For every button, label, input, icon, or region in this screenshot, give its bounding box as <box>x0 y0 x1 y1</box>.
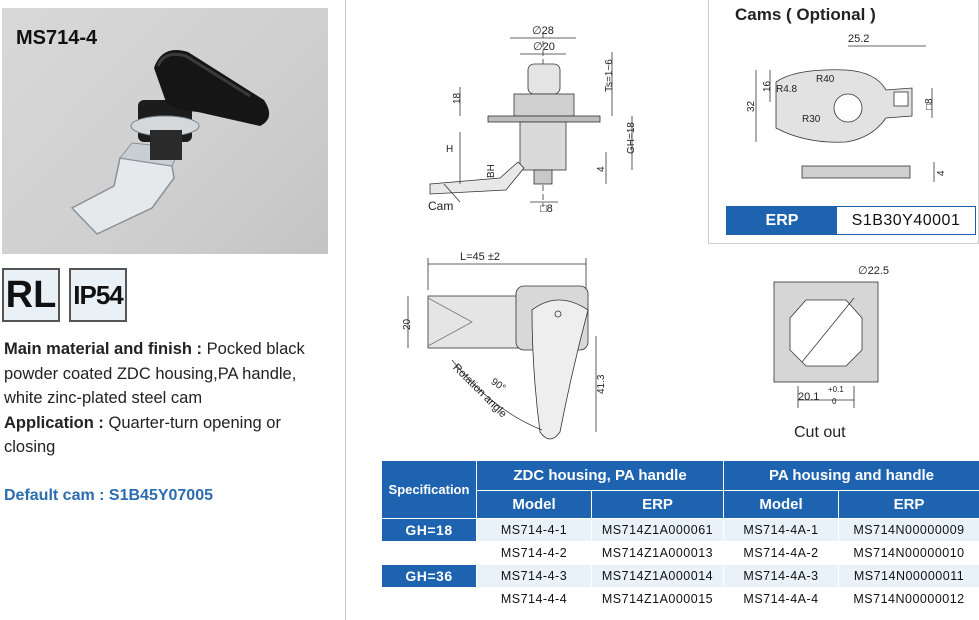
cutout-diameter: ∅22.5 <box>858 265 889 277</box>
application-text: Quarter-turn opening or closing <box>4 413 281 457</box>
cam-dim-r30: R30 <box>802 114 821 125</box>
model-cell: MS714-4-2 <box>476 541 592 565</box>
dim-cam-thickness: 4 <box>596 166 607 172</box>
erp-cell: MS714N00000011 <box>838 564 979 588</box>
cam-dim-r40: R40 <box>816 74 835 85</box>
table-row: GH=62 MS714-4-4 MS714Z1A000015 MS714-4A-… <box>381 587 979 611</box>
dim-panel-thickness: Ts=1~6 <box>604 59 615 92</box>
dim-inner-diameter: ∅20 <box>533 41 555 53</box>
default-cam-note: Default cam : S1B45Y07005 <box>4 487 213 504</box>
material-text: Pocked black powder coated ZDC housing,P… <box>4 340 305 407</box>
model-cell: MS714-4A-3 <box>723 564 840 588</box>
cam-dim-r48: R4.8 <box>776 84 798 95</box>
dim-square-drive: □8 <box>540 203 553 215</box>
erp-header: ERP <box>590 490 725 519</box>
cam-erp-row: ERP S1B30Y40001 <box>726 206 976 235</box>
side-view-drawing: L=45 ±2 20 41.3 90° Rotation angle <box>402 251 607 440</box>
side-dim-handle: 41.3 <box>596 374 607 394</box>
cam-callout: Cam <box>428 199 453 213</box>
dim-head-height: 18 <box>452 92 463 104</box>
erp-cell: MS714N00000010 <box>838 541 979 565</box>
dim-bh: BH <box>486 164 497 178</box>
ip-rating-badge: IP54 <box>69 268 127 322</box>
product-photo <box>2 8 328 254</box>
cutout-width: 20.1 <box>798 391 819 403</box>
cam-erp-value: S1B30Y40001 <box>837 207 975 234</box>
model-cell: MS714-4-1 <box>476 518 592 542</box>
application-label: Application : <box>4 413 104 432</box>
model-header: Model <box>476 490 592 519</box>
model-cell: MS714-4A-2 <box>723 541 840 565</box>
cam-dim-square: □8 <box>924 98 935 110</box>
erp-cell: MS714N00000012 <box>838 587 979 611</box>
front-section-drawing: ∅28 ∅20 18 Ts=1~6 GH=18 H BH 4 □8 Cam <box>428 25 637 215</box>
erp-cell: MS714Z1A000061 <box>590 518 725 542</box>
product-description: Main material and finish : Pocked black … <box>4 337 334 460</box>
cams-title: Cams ( Optional ) <box>735 5 876 24</box>
cutout-tol-zero: 0 <box>832 397 837 406</box>
lock-illustration <box>70 50 270 235</box>
model-header: Model <box>723 490 840 519</box>
gh-cell: GH=62 <box>381 587 477 611</box>
table-row: GH=18 MS714-4-1 MS714Z1A000061 MS714-4A-… <box>381 518 979 542</box>
gh-cell: GH=36 <box>381 564 477 588</box>
optional-cam-drawing: 25.2 16 32 R4.8 R40 R30 □8 4 <box>746 33 947 182</box>
column-divider <box>345 0 346 620</box>
gh-cell: GH=18 <box>381 518 477 542</box>
table-row: GH=36 MS714-4-3 MS714Z1A000014 MS714-4A-… <box>381 564 979 588</box>
cam-dim-width: 25.2 <box>848 33 869 45</box>
rotation-degree: 90° <box>489 376 508 394</box>
erp-cell: MS714Z1A000015 <box>590 587 725 611</box>
cutout-label: Cut out <box>794 424 846 441</box>
table-row: GH=28 MS714-4-2 MS714Z1A000013 MS714-4A-… <box>381 541 979 565</box>
rl-badge: RL <box>2 268 60 322</box>
model-cell: MS714-4A-4 <box>723 587 840 611</box>
product-model-title: MS714-4 <box>16 27 98 49</box>
cam-erp-label: ERP <box>727 207 837 234</box>
model-cell: MS714-4A-1 <box>723 518 840 542</box>
erp-cell: MS714N00000009 <box>838 518 979 542</box>
specification-table: Specification ZDC housing, PA handle PA … <box>381 460 979 611</box>
dim-outer-diameter: ∅28 <box>532 25 554 37</box>
cutout-tol-plus: +0.1 <box>828 385 844 394</box>
dim-grip-height: GH=18 <box>626 122 637 154</box>
cam-dim-thickness: 4 <box>936 170 947 176</box>
erp-cell: MS714Z1A000013 <box>590 541 725 565</box>
cutout-drawing: ∅22.5 20.1 +0.1 0 <box>773 265 889 408</box>
dim-h: H <box>446 144 453 155</box>
material-label: Main material and finish : <box>4 340 203 358</box>
gh-cell: GH=28 <box>381 541 477 565</box>
erp-header: ERP <box>838 490 979 519</box>
model-cell: MS714-4-3 <box>476 564 592 588</box>
cam-dim-16: 16 <box>762 80 773 92</box>
side-dim-length: L=45 ±2 <box>460 251 500 263</box>
spec-header: Specification <box>381 460 477 519</box>
pa-group-header: PA housing and handle <box>723 460 979 491</box>
model-cell: MS714-4-4 <box>476 587 592 611</box>
erp-cell: MS714Z1A000014 <box>590 564 725 588</box>
cam-dim-32: 32 <box>746 100 757 112</box>
zdc-group-header: ZDC housing, PA handle <box>475 460 725 491</box>
side-dim-height: 20 <box>402 318 413 330</box>
